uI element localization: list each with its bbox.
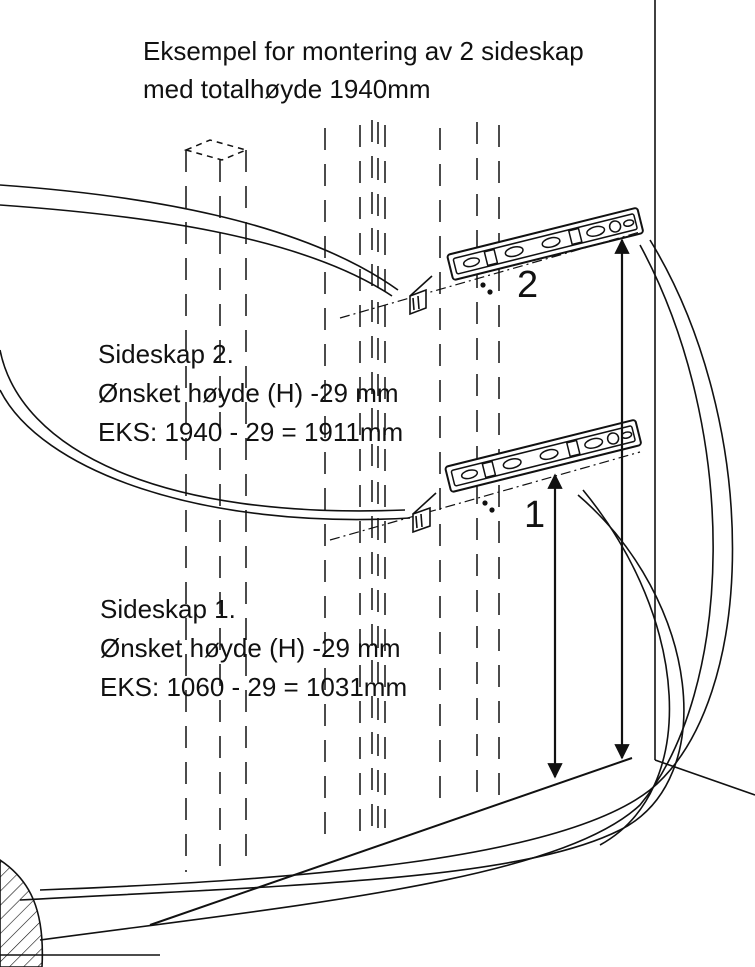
title-line-2: med totalhøyde 1940mm xyxy=(143,74,431,104)
reference-line-1 xyxy=(329,451,641,541)
wall-corner xyxy=(654,0,755,796)
title-line-1: Eksempel for montering av 2 sideskap xyxy=(143,36,584,66)
floor-line xyxy=(149,757,633,926)
spirit-level-1 xyxy=(444,419,642,493)
reference-line-2 xyxy=(339,231,641,319)
level-marker-2: 2 xyxy=(517,264,539,306)
dashed-cabinet-left xyxy=(183,139,249,878)
sideskap-1-example: EKS: 1060 - 29 = 1031mm xyxy=(100,672,408,702)
spirit-level-2 xyxy=(446,207,644,281)
sideskap-2-formula: Ønsket høyde (H) -29 mm xyxy=(98,378,399,408)
wall-bracket-1 xyxy=(412,492,495,534)
sideskap-1-formula: Ønsket høyde (H) -29 mm xyxy=(100,633,401,663)
wall-bracket-2 xyxy=(409,275,493,316)
level-marker-1: 1 xyxy=(524,494,546,536)
sideskap-2-label: Sideskap 2. xyxy=(98,339,234,369)
dashed-cabinet-middle xyxy=(324,120,386,840)
sideskap-2-example: EKS: 1940 - 29 = 1911mm xyxy=(98,417,404,447)
sideskap-1-label: Sideskap 1. xyxy=(100,594,236,624)
hatched-fixture xyxy=(0,859,44,967)
